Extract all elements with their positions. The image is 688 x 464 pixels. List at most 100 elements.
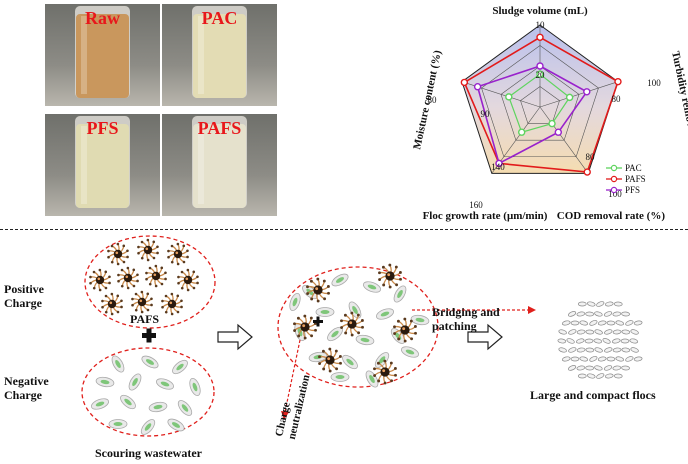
tick-label: 80 [428,95,438,105]
legend-label: PAC [625,163,642,173]
compact-floc-cell [604,301,614,307]
compact-floc-cell [612,365,622,371]
bacterium [355,334,375,346]
positive-charge-label: Positive Charge [4,282,44,310]
tick-label: 20 [536,70,546,80]
vial-label: Raw [85,8,120,28]
bacterium [348,301,362,319]
compact-floc-cell [579,320,589,326]
compact-floc-cell [576,347,586,353]
compact-floc-cell [585,311,594,317]
compact-floc-cell [612,311,622,317]
tick-label: 80 [612,94,622,104]
compact-floc-cell [604,329,613,335]
bacteria-cells [91,355,201,435]
compact-floc-cell [568,347,577,353]
vial-photo-raw: Raw [45,4,160,106]
series-point [583,88,591,96]
arrowhead-icon [281,411,289,420]
pafs-particles [89,238,199,316]
compact-floc-cell [585,329,595,335]
legend-marker [610,186,618,194]
pafs-ellipse [84,235,216,329]
bacterium [108,419,128,429]
series-pafs [463,36,619,173]
series-point [460,78,469,87]
bacterium [363,281,381,293]
legend-label: PAFS [625,174,646,184]
compact-floc-cell [621,365,630,371]
compact-floc-cell [589,356,598,362]
compact-floc-cell [615,320,624,326]
pafs-particle [393,317,417,343]
bacterium [95,376,115,388]
pafs-particle [145,264,167,288]
pafs-particle [107,242,129,266]
bacterium [342,354,358,370]
compact-floc-cell [584,338,594,344]
series-point [536,70,544,78]
compact-floc-cell [561,320,571,326]
bacterium [410,314,430,326]
arrow-right-icon [467,323,503,351]
series-point [548,119,556,128]
pafs-label: PAFS [130,312,160,326]
compact-floc-cell [568,329,577,335]
arrow-right-icon [217,323,253,351]
series-point [565,93,574,102]
bacterium [376,308,394,320]
series-point [505,93,513,101]
compact-floc-cell [585,347,595,353]
bacterium [128,373,142,391]
compact-floc-cell [633,320,643,326]
pafs-particle [378,263,402,289]
section-divider [0,229,688,230]
pafs-particle [373,359,397,385]
compact-floc-cell [596,301,605,307]
bacterium [156,378,174,390]
tick-label: 100 [608,189,622,199]
compact-floc-cell [576,329,586,335]
compact-floc-cell [602,338,611,344]
series-point [536,62,544,70]
compact-floc-cell [558,347,567,353]
compact-floc-cell [593,338,603,344]
radar-gridline [500,65,580,141]
vial-liquid [76,124,129,208]
radar-gridline [481,45,599,158]
compact-floc-cell [603,365,613,371]
compact-floc-cell [604,347,613,353]
bacterium [120,394,136,410]
tick-label: 10 [536,20,546,30]
compact-floc-cell [576,338,585,344]
compact-floc-cell [604,373,614,379]
bacterium [172,359,188,375]
pafs-particle [177,268,199,292]
compact-floc-cell [597,320,607,326]
bacterium [141,355,159,369]
compact-floc-cell [561,356,571,362]
radar-spoke [539,81,619,108]
arrowhead-icon [528,306,536,314]
compact-floc-cell [567,365,577,371]
vial-label: PFS [86,118,119,138]
compact-floc-cell [567,311,577,317]
bacterium [308,351,328,363]
bacterium [289,293,301,311]
compact-floc [557,301,643,379]
series-point [517,128,526,136]
vial-photo-pfs: PFS [45,114,160,216]
pafs-particle [306,277,330,303]
compact-floc-cell [594,311,603,317]
bacterium [177,400,193,416]
compact-floc-cell [594,365,603,371]
compact-floc-cell [586,301,596,307]
radar-chart: Sludge volume (mL)Turbidity removal rate… [411,5,688,222]
compact-floc-cell [558,329,567,335]
bacterium [140,419,156,435]
radar-gridline [520,86,560,124]
compact-floc-cell [612,329,622,335]
legend-marker [610,175,618,183]
vial-photo-pafs: PAFS [162,114,277,216]
